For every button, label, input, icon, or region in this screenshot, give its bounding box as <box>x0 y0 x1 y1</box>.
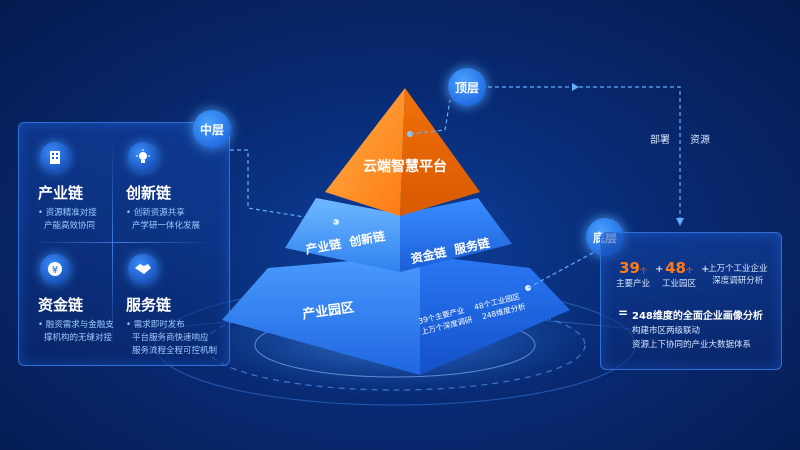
chain-desc: • 融资需求与金融支 撑机构的无缝对接 <box>38 320 114 343</box>
pyramid-top-right-face <box>400 88 480 216</box>
stat-unit: 个 <box>685 267 693 275</box>
connector-bottom <box>527 249 599 289</box>
lightbulb-icon <box>128 142 158 172</box>
stat-number: 48 <box>665 259 686 277</box>
arrow-down-icon <box>676 218 684 226</box>
flow-label-resource: 资源 <box>690 135 710 146</box>
panel-headline: 248维度的全面企业画像分析 <box>632 311 763 322</box>
stat-number: 39 <box>619 259 640 277</box>
handshake-icon <box>128 254 158 284</box>
chain-title: 服务链 <box>126 296 172 314</box>
pyramid-middle-left-face <box>285 198 400 272</box>
stat-unit: 个 <box>639 267 647 275</box>
stat-label: 深度调研分析 <box>712 276 764 286</box>
chain-title: 创新链 <box>126 184 172 202</box>
panel-divider-horizontal <box>30 242 215 243</box>
stat-industries: 39个 主要产业 <box>616 258 650 289</box>
chain-innovation: 创新链 • 创新资源共享 产学研一体化发展 <box>126 142 206 233</box>
stat-label: 工业园区 <box>662 279 697 289</box>
panel-line-1: 构建市区两级联动 <box>632 326 701 336</box>
flow-label-deploy: 部署 <box>650 135 670 146</box>
building-icon <box>40 142 70 172</box>
badge-middle: 中层 <box>193 110 231 148</box>
yen-coin-icon: ¥ <box>40 254 70 284</box>
panel-divider-vertical <box>112 138 113 350</box>
chain-desc: • 创新资源共享 产学研一体化发展 <box>126 208 201 231</box>
panel-line-2: 资源上下协同的产业大数据体系 <box>632 340 752 350</box>
pyramid-middle-right-face <box>400 198 512 272</box>
pyramid-bottom-right-face <box>420 255 570 375</box>
svg-text:¥: ¥ <box>52 265 58 276</box>
middle-anchor-dot <box>333 219 339 225</box>
pyramid-top-left-face <box>325 88 405 216</box>
plus-sign: + <box>655 264 664 275</box>
chain-service: 服务链 • 需求即时发布 平台服务商快速响应 服务流程全程可控机制 <box>126 254 218 358</box>
badge-top: 顶层 <box>448 68 486 106</box>
chain-capital: ¥ 资金链 • 融资需求与金融支 撑机构的无缝对接 <box>38 254 118 345</box>
chain-desc: • 需求即时发布 平台服务商快速响应 服务流程全程可控机制 <box>126 320 218 356</box>
connector-top <box>409 99 451 135</box>
stat-enterprises: 上万个工业企业 深度调研分析 <box>708 262 768 286</box>
connector-top-to-bottom <box>488 86 681 220</box>
bottom-layer-panel <box>600 232 782 370</box>
chain-desc: • 资源精准对接 产能高效协同 <box>38 208 97 231</box>
connector-middle <box>230 149 337 223</box>
stat-parks: 48个 工业园区 <box>662 258 696 289</box>
stat-label: 上万个工业企业 <box>708 264 768 274</box>
arrow-right-icon <box>572 83 579 91</box>
plus-sign: + <box>701 264 710 275</box>
equals-sign: = <box>618 306 629 320</box>
stat-label: 主要产业 <box>616 279 651 289</box>
pyramid-bottom-left-face <box>222 255 420 375</box>
chain-title: 产业链 <box>38 184 84 202</box>
chain-title: 资金链 <box>38 296 84 314</box>
pyramid-top-label: 云端智慧平台 <box>363 159 447 175</box>
chain-industry: 产业链 • 资源精准对接 产能高效协同 <box>38 142 118 233</box>
